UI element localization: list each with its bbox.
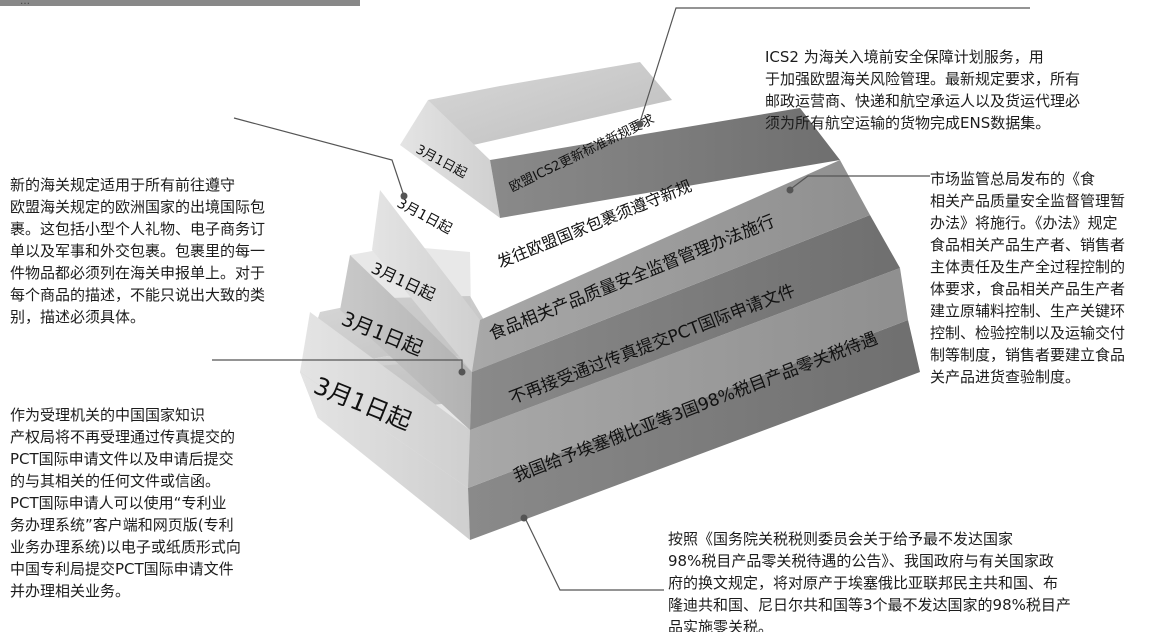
- step-2-right: [472, 160, 870, 372]
- step-2: [372, 160, 870, 372]
- step-2-left: [372, 190, 480, 372]
- callout-pct: [212, 359, 463, 370]
- callout-lines: [212, 7, 1030, 591]
- note-food: 市场监管总局发布的《食 相关产品质量安全监督管理暂 办法》将施行。《办法》规定 …: [930, 170, 1126, 386]
- callout-ics2: [639, 7, 1030, 123]
- step-1: [400, 62, 840, 218]
- header-fragment-text: …: [20, 0, 30, 7]
- note-eu-parcels: 新的海关规定适用于所有前往遵守 欧盟海关规定的欧洲国家的出境国际包 裹。这包括小…: [10, 176, 266, 326]
- callout-eu-parcels: [233, 117, 405, 197]
- step-5-right: [468, 320, 920, 540]
- callout-tariff: [525, 519, 664, 591]
- step-4-right: [468, 268, 908, 488]
- callout-ics2-dot: [636, 120, 644, 128]
- callout-pct-dot: [458, 368, 466, 376]
- step-3-left: [340, 255, 472, 430]
- header-fragment: …: [0, 0, 360, 7]
- callout-food-dot: [786, 186, 794, 194]
- step-5-left: [300, 372, 470, 540]
- step-1-left: [400, 100, 500, 218]
- step-4-left: [300, 312, 470, 488]
- callout-tariff-dot: [520, 514, 528, 522]
- callout-dots: [400, 120, 794, 522]
- note-tariff: 按照《国务院关税税则委员会关于给予最不发达国家 98%税目产品零关税待遇的公告》…: [668, 530, 1071, 632]
- note-pct: 作为受理机关的中国国家知识 产权局将不再受理通过传真提交的 PCT国际申请文件以…: [10, 406, 241, 600]
- step-1-top: [428, 62, 672, 148]
- step-1-right: [490, 108, 840, 218]
- step-3-right: [470, 215, 900, 430]
- callout-food: [791, 175, 930, 189]
- callout-eu-parcels-dot: [400, 192, 408, 200]
- note-ics2: ICS2 为海关入境前安全保障计划服务，用 于加强欧盟海关风险管理。最新规定要求…: [765, 48, 1081, 132]
